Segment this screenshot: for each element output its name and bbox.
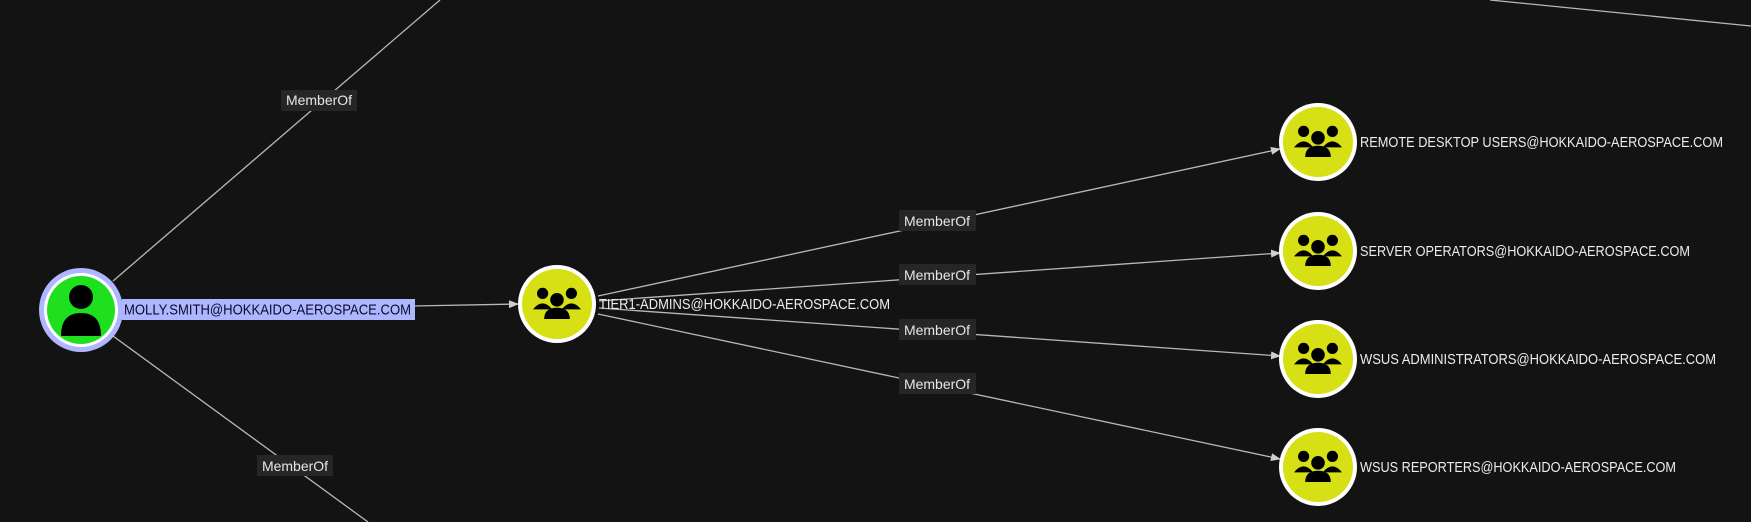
edge-label-wsus-reporters[interactable]: MemberOf <box>899 373 976 394</box>
node-label-remote-desktop-users: REMOTE DESKTOP USERS@HOKKAIDO-AEROSPACE.… <box>1360 135 1723 151</box>
svg-text:MemberOf: MemberOf <box>262 458 328 474</box>
edge-label-lower-offscreen[interactable]: MemberOf <box>257 455 333 476</box>
node-label-wsus-reporters: WSUS REPORTERS@HOKKAIDO-AEROSPACE.COM <box>1360 460 1676 476</box>
svg-text:MemberOf: MemberOf <box>904 267 970 283</box>
node-group-tier1-admins[interactable]: TIER1-ADMINS@HOKKAIDO-AEROSPACE.COM <box>518 265 890 343</box>
edge-label-remote-desktop-users[interactable]: MemberOf <box>899 210 976 231</box>
edge-labels: MemberOf MemberOf MemberOf MemberOf Memb… <box>257 90 976 476</box>
node-group-remote-desktop-users[interactable]: REMOTE DESKTOP USERS@HOKKAIDO-AEROSPACE.… <box>1279 103 1723 181</box>
svg-text:MemberOf: MemberOf <box>286 92 352 108</box>
edge-label-upper-offscreen[interactable]: MemberOf <box>281 90 357 111</box>
svg-text:MemberOf: MemberOf <box>904 213 970 229</box>
node-label-wsus-administrators: WSUS ADMINISTRATORS@HOKKAIDO-AEROSPACE.C… <box>1360 352 1716 368</box>
edges <box>112 0 1751 522</box>
node-label-molly-smith: MOLLY.SMITH@HOKKAIDO-AEROSPACE.COM <box>124 303 411 319</box>
selected-label-highlight <box>122 299 415 320</box>
svg-text:MemberOf: MemberOf <box>904 322 970 338</box>
node-user-molly-smith[interactable]: MOLLY.SMITH@HOKKAIDO-AEROSPACE.COM <box>39 268 415 352</box>
edge-label-wsus-administrators[interactable]: MemberOf <box>899 319 976 340</box>
edge-member-of-lower-offscreen[interactable] <box>112 335 369 522</box>
edge-member-of-tier1-admins[interactable] <box>412 300 519 309</box>
edge-label-server-operators[interactable]: MemberOf <box>899 264 976 285</box>
node-label-server-operators: SERVER OPERATORS@HOKKAIDO-AEROSPACE.COM <box>1360 244 1690 260</box>
node-label-tier1-admins: TIER1-ADMINS@HOKKAIDO-AEROSPACE.COM <box>599 297 890 313</box>
svg-text:MemberOf: MemberOf <box>904 376 970 392</box>
node-group-server-operators[interactable]: SERVER OPERATORS@HOKKAIDO-AEROSPACE.COM <box>1279 212 1690 290</box>
edge-offscreen-top-right <box>1489 0 1751 27</box>
node-group-wsus-administrators[interactable]: WSUS ADMINISTRATORS@HOKKAIDO-AEROSPACE.C… <box>1279 320 1716 398</box>
node-group-wsus-reporters[interactable]: WSUS REPORTERS@HOKKAIDO-AEROSPACE.COM <box>1279 428 1676 506</box>
edge-member-of-upper-offscreen[interactable] <box>112 0 441 282</box>
